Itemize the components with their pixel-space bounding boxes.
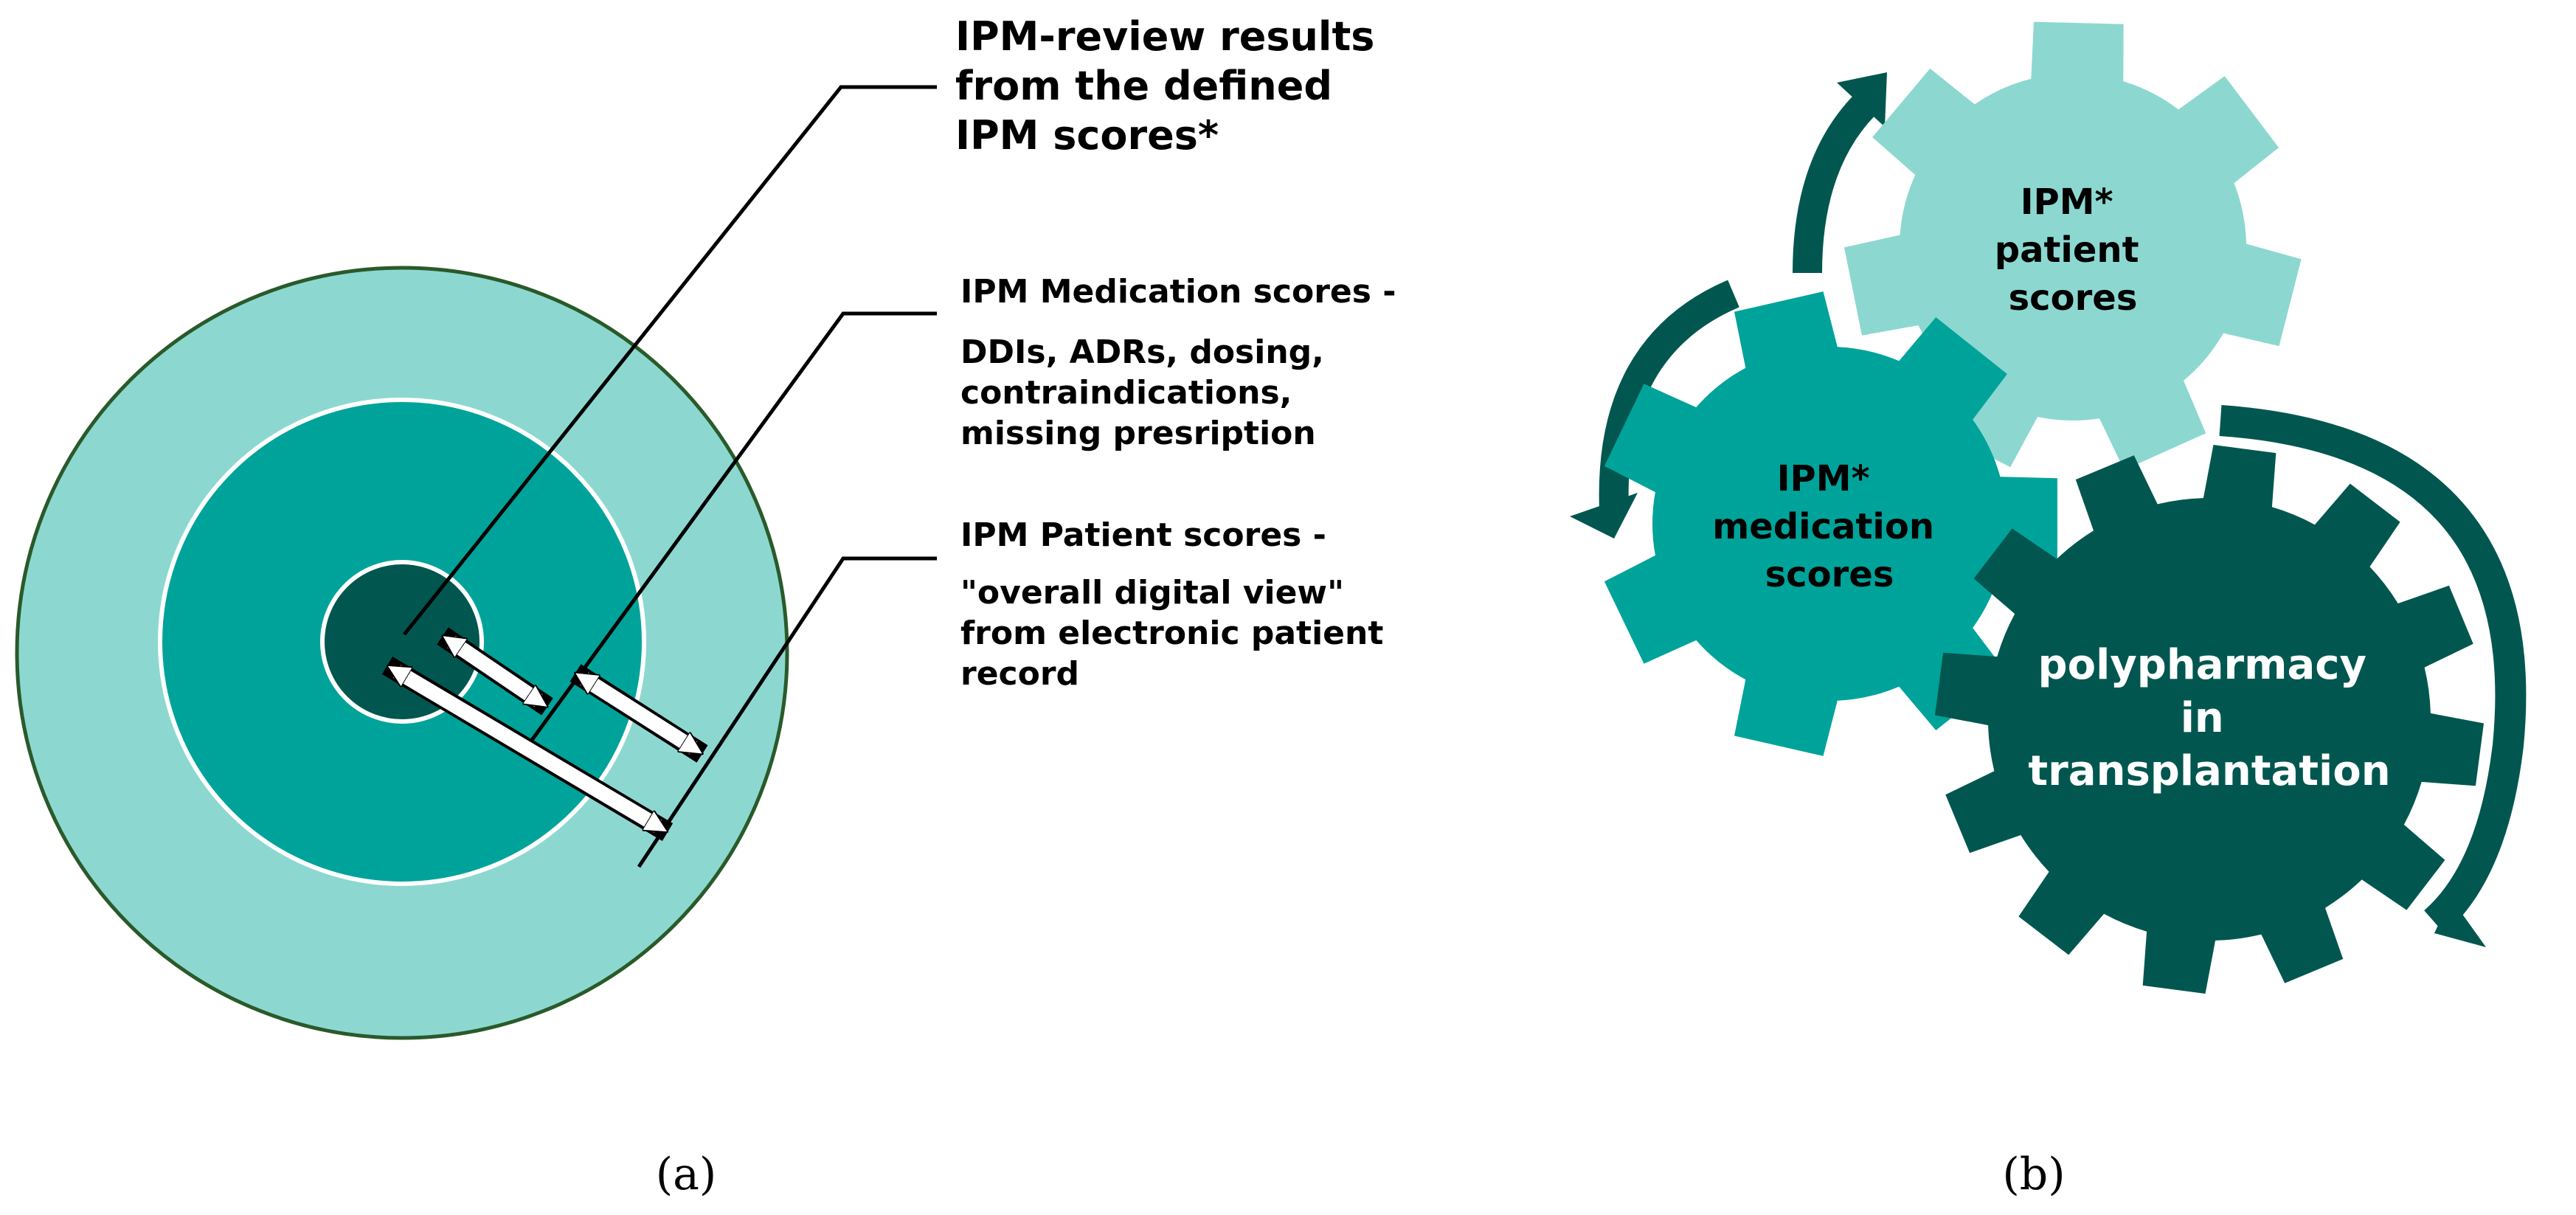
double-arrow-core-to-outer-fill [397, 671, 658, 826]
gear-polypharmacy-line-1: polypharmacy [2038, 641, 2366, 689]
gear-polypharmacy-line-2: in [2181, 694, 2224, 742]
gear-medication-label: IPM* medication scores [1712, 458, 1947, 595]
callout-review-line-2: from the defined [955, 63, 1332, 109]
gear-polypharmacy-body [1935, 445, 2484, 994]
cycle-arrow-left-head [1570, 493, 1638, 539]
gear-medication-line-3: scores [1765, 554, 1894, 595]
panel-a: IPM-review results from the defined IPM … [15, 13, 1396, 1200]
cycle-arrow-right-head [2434, 894, 2486, 947]
callout-review-line-3: IPM scores* [955, 112, 1219, 159]
gear-medication-body [1604, 291, 2057, 756]
gear-patient-label: IPM* patient scores [1995, 181, 2152, 319]
cycle-arrow-right [2219, 405, 2527, 934]
callout-review-line-1: IPM-review results [955, 13, 1374, 60]
panel-b: IPM* patient scores IPM* medication scor… [1570, 21, 2527, 1200]
callout-patient-details: "overall digital view" from electronic p… [960, 574, 1395, 693]
gear-polypharmacy-line-3: transplantation [2028, 747, 2390, 795]
leader-line-medication [526, 311, 937, 747]
panel-label-a: (a) [656, 1149, 717, 1200]
callout-patient-line-3: record [960, 655, 1079, 693]
callout-medication-heading: IPM Medication scores - [960, 273, 1396, 311]
gear-medication-line-1: IPM* [1777, 458, 1870, 499]
callout-medication-line-2: contraindications, [960, 374, 1292, 412]
callout-medication-details: DDIs, ADRs, dosing, contraindications, m… [960, 333, 1335, 452]
gear-patient-line-3: scores [2009, 277, 2138, 319]
gear-patient-line-2: patient [1995, 229, 2139, 271]
gear-medication-scores: IPM* medication scores [1604, 291, 2057, 756]
gear-polypharmacy-transplantation: polypharmacy in transplantation [1935, 445, 2484, 994]
leader-line-patient [637, 556, 937, 868]
callout-review-results: IPM-review results from the defined IPM … [955, 13, 1388, 159]
callout-medication-line-3: missing presription [960, 415, 1316, 452]
callout-patient-line-1: "overall digital view" [960, 574, 1344, 612]
leader-line-review [403, 85, 937, 636]
gear-patient-line-1: IPM* [2021, 181, 2113, 223]
cycle-arrow-top-head [1837, 72, 1887, 127]
callout-medication-line-1: DDIs, ADRs, dosing, [960, 333, 1324, 371]
cycle-arrow-top [1793, 92, 1877, 274]
gear-medication-line-2: medication [1712, 506, 1934, 547]
panel-label-b: (b) [2002, 1149, 2065, 1200]
gear-polypharmacy-label: polypharmacy in transplantation [2028, 641, 2390, 795]
callout-patient-line-2: from electronic patient [960, 615, 1383, 652]
callout-patient-heading: IPM Patient scores - [960, 516, 1326, 554]
